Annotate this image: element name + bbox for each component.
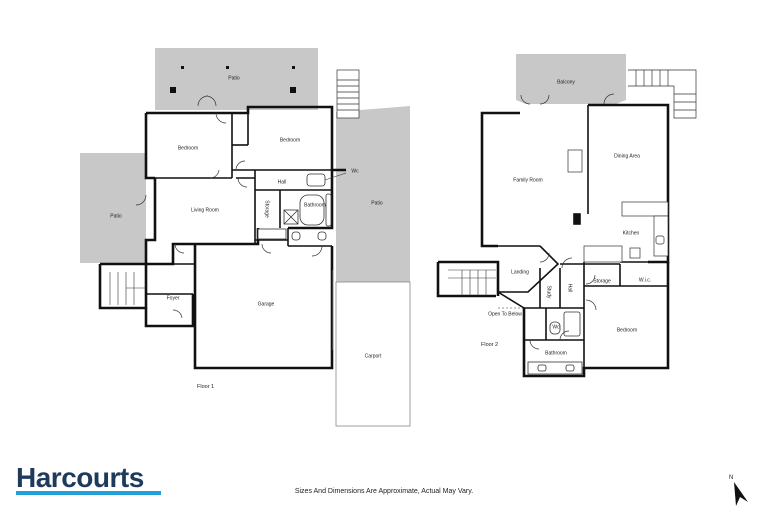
- wc-pointer: [324, 172, 347, 181]
- floor-1-caption: Floor 1: [197, 384, 214, 390]
- label-bathroom-f1: Bathroom: [304, 202, 326, 208]
- floor-2-caption: Floor 2: [481, 342, 498, 348]
- carport-area: [335, 281, 411, 427]
- label-patio-left: Patio: [110, 213, 122, 219]
- label-bedroom-right: Bedroom: [280, 137, 300, 143]
- label-wic: W.i.c.: [639, 277, 651, 283]
- label-hall-f1: Hall: [278, 179, 287, 185]
- floor-2-walls: [436, 103, 670, 378]
- label-patio-top: Patio: [228, 75, 240, 81]
- label-hall-f2: Hall: [567, 284, 573, 293]
- label-balcony: Balcony: [557, 79, 575, 85]
- floor-1: Patio Bedroom Bedroom Wc Hall Storage Ba…: [80, 48, 411, 427]
- logo-underline: [16, 491, 161, 495]
- label-wc-f1: Wc: [351, 168, 359, 174]
- patio-right-area: [336, 106, 410, 282]
- label-storage-f1: Storage: [264, 200, 270, 218]
- patio-left-area: [80, 153, 146, 263]
- kitchen-fixtures: [567, 149, 669, 263]
- floor-2-interior-walls: [482, 105, 668, 376]
- label-bedroom-f2: Bedroom: [617, 327, 637, 333]
- label-landing: Landing: [511, 269, 529, 275]
- patio-top-area: [155, 48, 318, 110]
- foyer-stairs: [109, 272, 146, 305]
- bathroom-fixtures-f1: [257, 173, 332, 241]
- landing-stairs: [448, 269, 496, 296]
- doors-f2: [520, 93, 615, 350]
- exterior-stairs-f2: [628, 69, 697, 119]
- north-arrow-icon: N: [729, 475, 748, 506]
- bathroom-fixtures-f2: [527, 311, 583, 375]
- label-study: Study: [546, 286, 552, 299]
- label-kitchen: Kitchen: [623, 230, 640, 236]
- label-patio-right: Patio: [371, 200, 383, 206]
- doors-f1: [135, 95, 323, 319]
- floor-1-interior-walls: [146, 113, 332, 295]
- label-wc-f2: Wc: [552, 324, 560, 330]
- label-foyer: Foyer: [167, 295, 180, 301]
- harcourts-logo: Harcourts: [16, 462, 144, 493]
- north-label: N: [729, 475, 733, 481]
- label-garage: Garage: [258, 301, 275, 307]
- label-bedroom-left: Bedroom: [178, 145, 198, 151]
- exterior-stairs-f1: [336, 69, 360, 119]
- label-living-room: Living Room: [191, 207, 219, 213]
- balcony-area: [516, 54, 626, 104]
- disclaimer-text: Sizes And Dimensions Are Approximate, Ac…: [294, 488, 474, 495]
- patio-posts: [170, 66, 296, 93]
- label-carport: Carport: [365, 353, 382, 359]
- label-family-room: Family Room: [513, 177, 542, 183]
- floor-2: Balcony Family Room Dining Area Kitchen …: [436, 54, 697, 378]
- label-bathroom-f2: Bathroom: [545, 350, 567, 356]
- label-open-to-below: Open To Below: [488, 311, 522, 317]
- label-dining-area: Dining Area: [614, 153, 640, 159]
- label-storage-f2: Storage: [593, 278, 611, 284]
